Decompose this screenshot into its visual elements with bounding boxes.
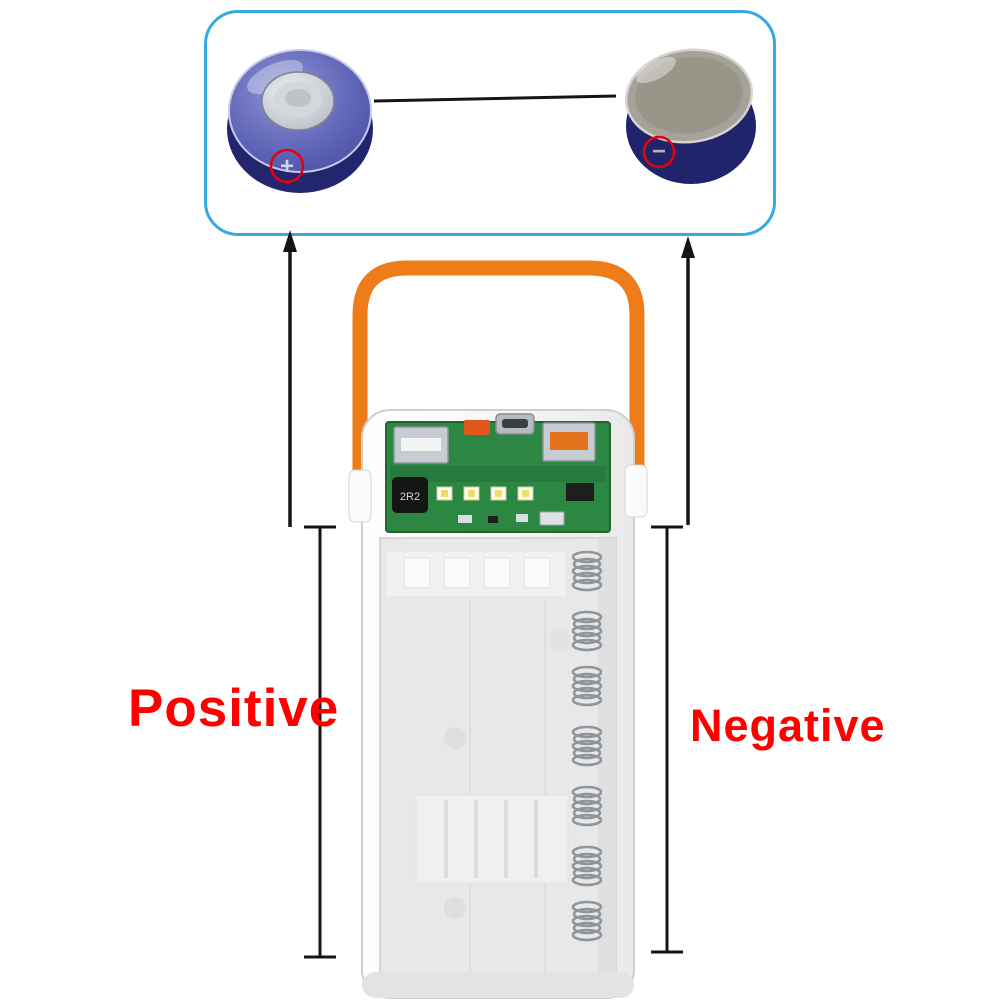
arrowhead-up-icon <box>283 230 297 252</box>
inductor-label: 2R2 <box>400 491 420 503</box>
case-bottom-edge <box>362 972 634 998</box>
smd-component <box>516 514 528 522</box>
annotation-lines <box>283 94 695 959</box>
minus-symbol: − <box>652 138 666 165</box>
negative-label: Negative <box>690 700 886 751</box>
glare-highlight <box>636 56 676 84</box>
contact-tab <box>483 557 511 589</box>
polarity-ring-icon <box>642 135 676 169</box>
circuit-board: 2R2 <box>385 413 611 533</box>
compartment-interior <box>379 537 617 981</box>
power-bank-case: 2R2 <box>348 260 648 999</box>
orange-component <box>464 420 490 435</box>
molding-mark <box>444 727 466 749</box>
plus-symbol: + <box>280 153 294 180</box>
terminal-inner-face <box>635 56 743 134</box>
led-indicators <box>436 486 534 501</box>
handle-clip-right <box>624 464 648 518</box>
lower-panel <box>415 794 569 884</box>
polarity-ring-icon <box>269 148 305 184</box>
battery-compartment <box>379 537 617 981</box>
inductor-component <box>392 477 428 513</box>
usb-a-tongue-orange <box>550 432 588 450</box>
contact-tab <box>443 557 471 589</box>
pcb-trace-band <box>390 466 606 482</box>
battery-negative-end: − <box>624 48 756 184</box>
smd-component <box>458 515 472 523</box>
terminal-center <box>285 89 311 107</box>
battery-positive-end: + <box>227 49 373 193</box>
glare-highlight <box>247 59 303 95</box>
contact-tab <box>403 557 431 589</box>
contact-tab <box>523 557 551 589</box>
interior-shadow <box>598 538 616 980</box>
positive-label: Positive <box>128 679 340 738</box>
switch-component <box>539 511 565 526</box>
callout-box <box>204 10 776 236</box>
arrowhead-up-icon <box>681 236 695 258</box>
micro-usb-slot <box>502 419 528 428</box>
molding-mark <box>550 630 570 650</box>
handle-clip-left <box>348 469 372 523</box>
battery-connector-line <box>373 94 617 103</box>
molding-mark <box>444 897 466 919</box>
usb-a-tongue-white <box>401 438 441 451</box>
carry-handle <box>352 260 645 523</box>
smd-component <box>488 516 498 523</box>
control-ic-chip <box>566 483 594 501</box>
